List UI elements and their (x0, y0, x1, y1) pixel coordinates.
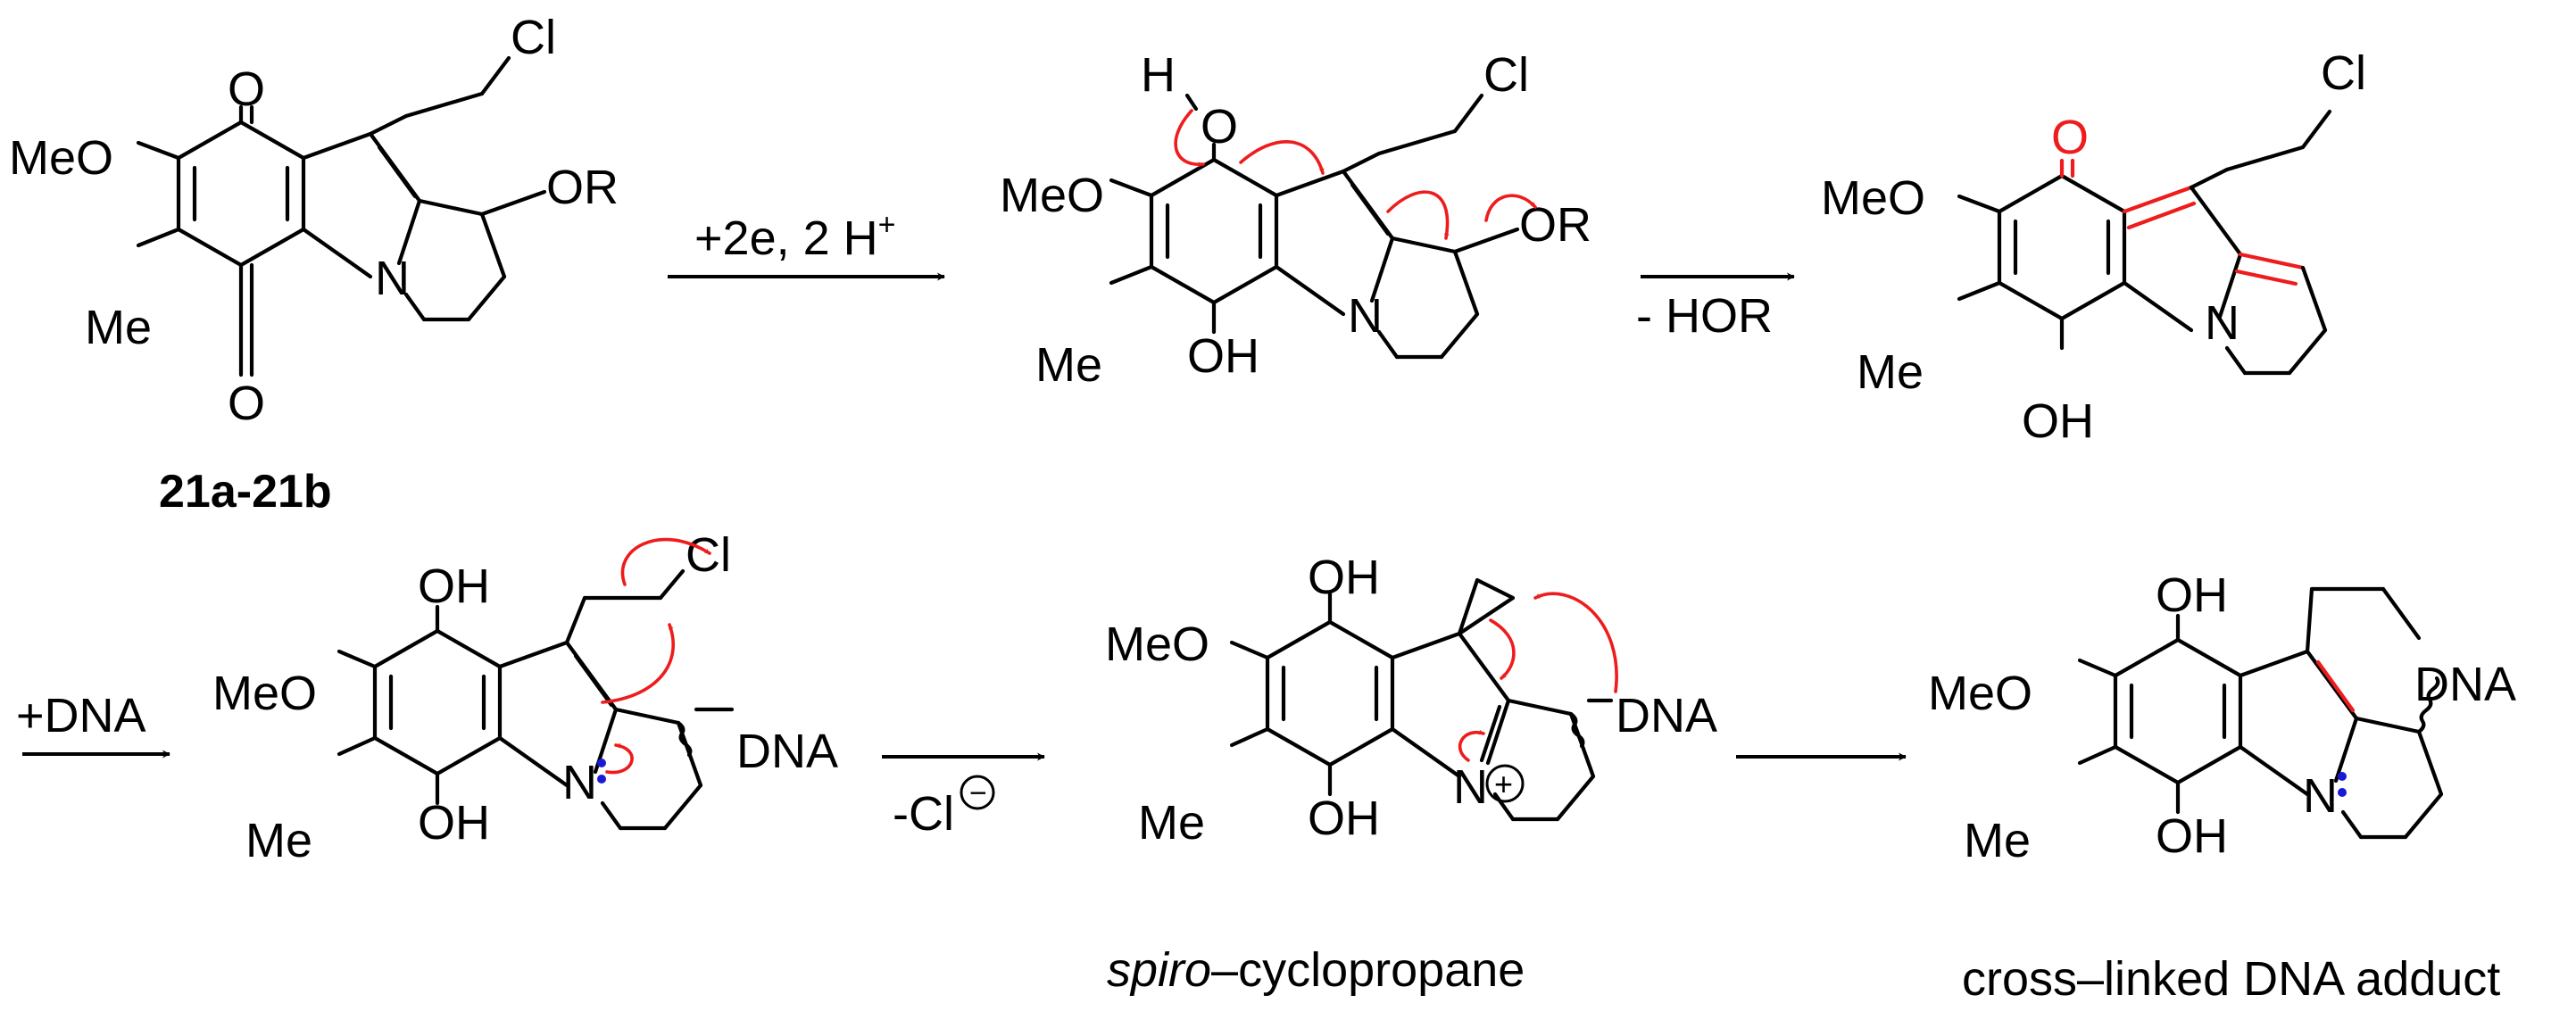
reaction-arrow-dna-addition: +DNA (16, 689, 170, 759)
carbonyl-oxygen-bottom: O (228, 377, 265, 430)
quinone-structure-21a-21b: MeO Me O O Cl N OR 21a-21b (9, 11, 619, 518)
methyl-label: Me (1964, 814, 2031, 867)
phenol-oxygen-top: O (1201, 100, 1238, 153)
hydrogen-label: H (1141, 48, 1176, 102)
spiro-caption: spiro–cyclopropane (1107, 943, 1525, 997)
hydroxyl-label-bottom: OH (418, 796, 490, 850)
methyl-label: Me (1857, 345, 1924, 399)
chlorine-label: Cl (511, 11, 556, 64)
hydroxyl-label-bottom: OH (2156, 809, 2228, 863)
adduct-caption: cross–linked DNA adduct (1962, 952, 2500, 1006)
hydroxyl-label-top: OH (1308, 551, 1380, 604)
methyl-label: Me (85, 301, 152, 354)
nitrogen-label: N (2303, 769, 2338, 823)
hydroxyl-label-bottom: OH (1187, 329, 1259, 383)
carbonyl-oxygen-top: O (228, 62, 265, 116)
reaction-arrow-elimination: - HOR (1636, 272, 1795, 343)
nitrogen-label: N (1348, 289, 1383, 343)
hydroxyl-label-bottom: OH (2022, 394, 2094, 448)
methoxy-label: MeO (9, 131, 113, 185)
iminium-nitrogen-label: N (1453, 760, 1488, 814)
chlorine-label: Cl (686, 528, 731, 582)
iminium-charge-sign: + (1494, 766, 1513, 802)
nitrogen-lone-pair (2338, 772, 2347, 797)
nitrogen-label: N (375, 252, 410, 305)
nitrogen-label: N (2205, 296, 2239, 350)
methyl-label: Me (1138, 796, 1205, 850)
nitrogen-label: N (562, 756, 597, 809)
nitrogen-lone-pair (597, 759, 606, 784)
methoxy-label: MeO (1821, 171, 1925, 225)
methoxy-label: MeO (1000, 169, 1104, 222)
elimination-conditions: - HOR (1636, 289, 1773, 343)
hydroxyl-label-bottom: OH (1308, 792, 1380, 845)
methyl-label: Me (1035, 338, 1102, 392)
dna-label: DNA (1616, 689, 1717, 742)
methoxy-label: MeO (212, 667, 317, 720)
spiro-cyclopropane-structure: MeO Me OH OH N + DNA spiro–cyclopropane (1105, 551, 1717, 997)
hydroxyl-label-top: OH (418, 560, 490, 613)
or-group-label: OR (546, 161, 619, 214)
or-group-label: OR (1519, 198, 1591, 252)
chloride-loss-label: -Cl (893, 787, 954, 841)
methyl-label: Me (245, 814, 312, 867)
electron-push-arrows (601, 537, 711, 775)
reduction-conditions: +2e, 2 H+ (694, 208, 896, 265)
reaction-arrow-reduction: +2e, 2 H+ (668, 208, 945, 281)
electron-push-arrows (1458, 592, 1618, 762)
methoxy-label: MeO (1105, 618, 1209, 671)
dna-addition-label: +DNA (16, 689, 146, 742)
dna-label: DNA (2414, 658, 2516, 711)
dna-alkylated-hydroquinone-structure: MeO Me OH OH Cl N DNA (212, 528, 838, 867)
chloride-charge-circle (960, 775, 995, 810)
iminium-charge-circle (1485, 764, 1525, 803)
quinone-methide-oxygen: O (2051, 111, 2089, 164)
quinone-methide-structure: MeO Me O OH Cl N (1821, 46, 2366, 448)
reaction-arrow-chloride-loss: -Cl − (882, 752, 1045, 841)
chlorine-label: Cl (2321, 46, 2366, 100)
compound-number-label: 21a-21b (159, 466, 332, 518)
dna-label: DNA (736, 725, 838, 778)
hydroxyl-label-top: OH (2156, 568, 2228, 622)
cross-linked-dna-adduct-structure: MeO Me OH OH N DNA (1928, 568, 2516, 867)
electron-push-arrows (1174, 109, 1537, 240)
chloride-charge-sign: − (969, 776, 987, 810)
methoxy-label: MeO (1928, 667, 2032, 720)
hydroquinone-structure: MeO Me H O OH Cl N OR (1000, 48, 1591, 392)
chlorine-label: Cl (1483, 48, 1529, 102)
